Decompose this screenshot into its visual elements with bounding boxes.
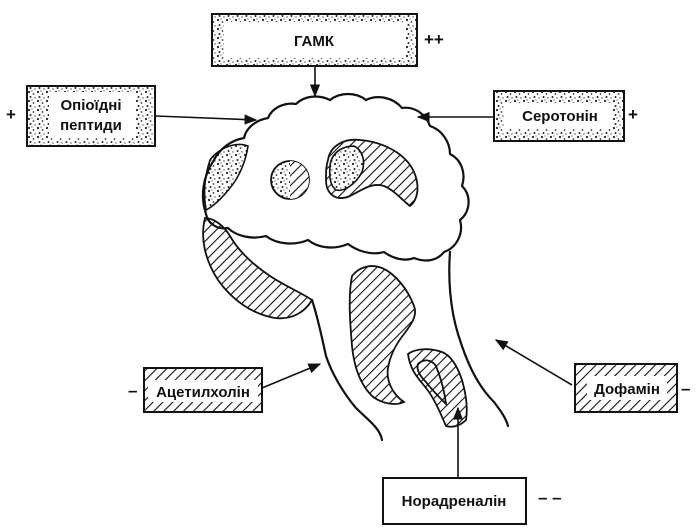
arrow-dopamine bbox=[496, 340, 572, 385]
opioid-label-line1: Опіоїдні bbox=[60, 97, 121, 114]
noradrenaline-sign: – – bbox=[538, 488, 562, 507]
gaba-sign: ++ bbox=[424, 30, 444, 49]
serotonin-label: Серотонін bbox=[522, 108, 598, 125]
dopamine-sign: – bbox=[681, 379, 690, 398]
arrow-opioid bbox=[156, 116, 256, 120]
cerebellum-region bbox=[203, 218, 312, 318]
dopamine-node: Дофамін – bbox=[575, 364, 690, 412]
arrow-acetylcholine bbox=[262, 364, 320, 388]
opioid-sign: + bbox=[6, 105, 16, 124]
gaba-label: ГАМК bbox=[294, 33, 335, 50]
serotonin-sign: + bbox=[628, 105, 638, 124]
acetylcholine-node: Ацетилхолін – bbox=[128, 368, 262, 412]
dopamine-label: Дофамін bbox=[594, 381, 660, 398]
cortex-stippled-patch bbox=[205, 144, 248, 210]
acetylcholine-sign: – bbox=[128, 381, 137, 400]
opioid-node: Опіоїдні пептиди + bbox=[6, 86, 155, 146]
noradrenaline-label: Норадреналін bbox=[402, 493, 507, 510]
opioid-label-line2: пептиди bbox=[60, 117, 122, 134]
gaba-node: ГАМК ++ bbox=[212, 14, 444, 66]
brainstem-tract bbox=[350, 266, 415, 404]
acetylcholine-label: Ацетилхолін bbox=[156, 384, 250, 401]
nucleus-sphere-shade bbox=[290, 161, 309, 199]
serotonin-node: Серотонін + bbox=[494, 91, 638, 141]
noradrenaline-node: Норадреналін – – bbox=[383, 478, 562, 524]
